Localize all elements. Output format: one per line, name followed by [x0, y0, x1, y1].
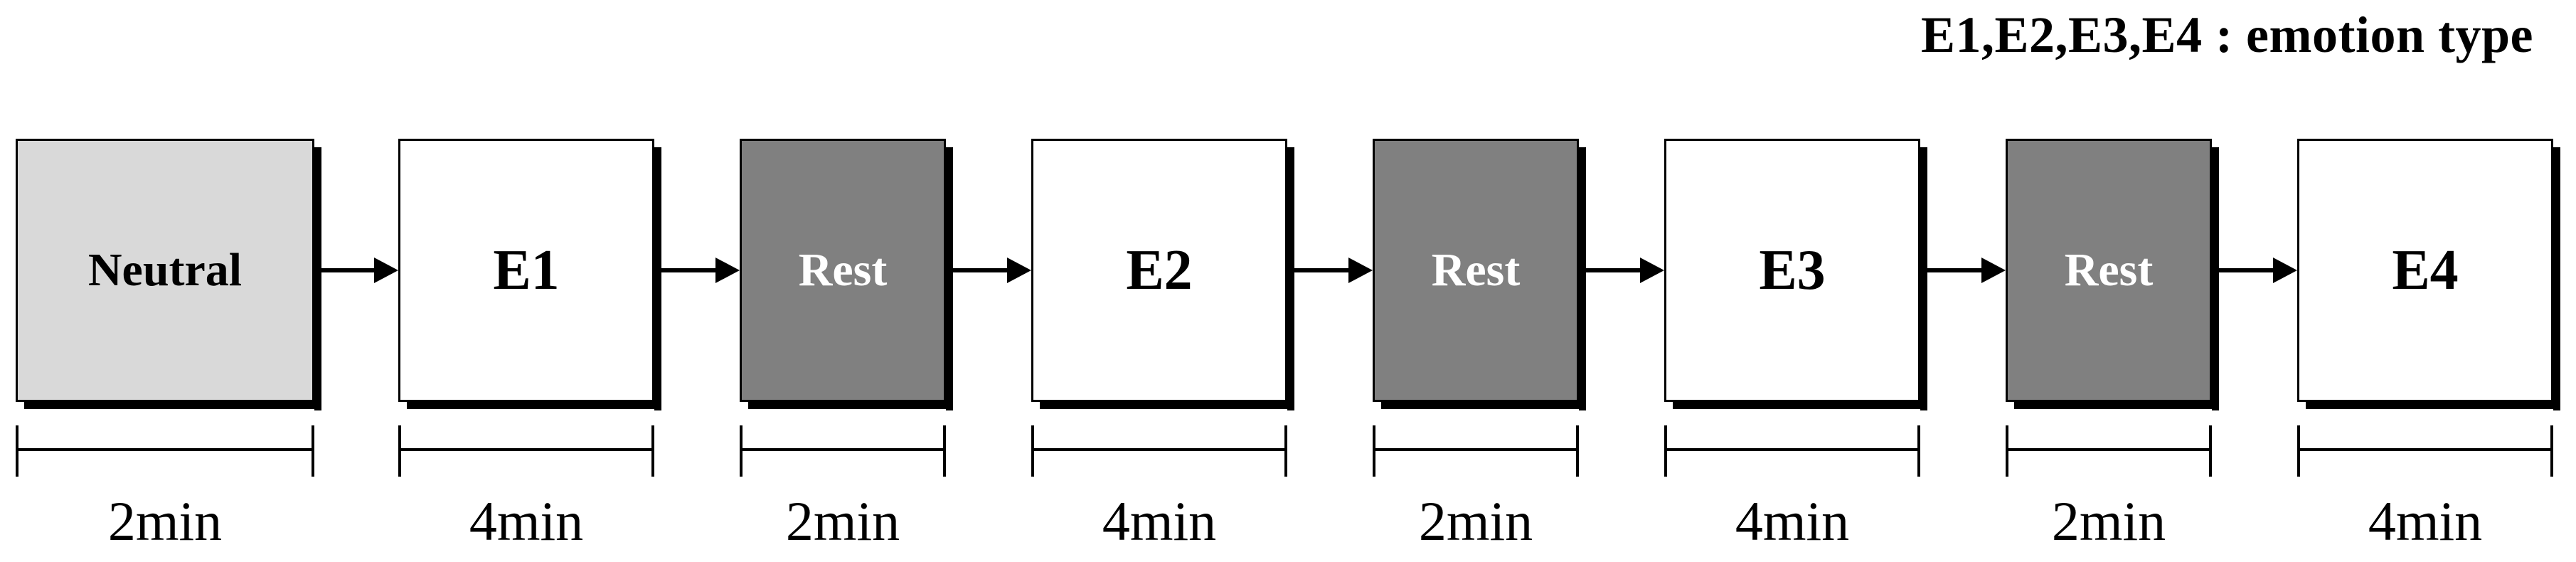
- stage-label: E3: [1759, 238, 1826, 302]
- duration-bracket: [2006, 425, 2212, 477]
- duration-bracket: [1664, 425, 1920, 477]
- arrow-head-icon: [1981, 258, 2006, 283]
- stage-shadow: [1040, 402, 1294, 409]
- stage-shadow: [314, 147, 321, 410]
- stage-box-e4-7: E4: [2297, 139, 2553, 402]
- flow-arrow-line: [1294, 268, 1350, 272]
- arrow-head-icon: [1640, 258, 1664, 283]
- stage-label: E1: [493, 238, 560, 302]
- duration-label: 2min: [785, 490, 900, 552]
- stage-shadow: [748, 402, 953, 409]
- duration-label: 4min: [1735, 490, 1850, 552]
- stage-label: E4: [2392, 238, 2459, 302]
- duration-label: 4min: [469, 490, 584, 552]
- duration-label: 2min: [107, 490, 223, 552]
- stage-shadow: [407, 402, 661, 409]
- duration-label: 2min: [1418, 490, 1533, 552]
- stage-shadow: [1381, 402, 1586, 409]
- stage-shadow: [1287, 147, 1294, 410]
- stage-shadow: [2212, 147, 2219, 410]
- stage-box-rest-2: Rest: [740, 139, 946, 402]
- arrow-head-icon: [2273, 258, 2297, 283]
- stage-box-e2-3: E2: [1031, 139, 1287, 402]
- duration-bracket: [1373, 425, 1579, 477]
- stage-box-e1-1: E1: [398, 139, 654, 402]
- arrow-head-icon: [374, 258, 398, 283]
- flow-arrow-line: [661, 268, 717, 272]
- stage-shadow: [1920, 147, 1927, 410]
- stage-box-rest-6: Rest: [2006, 139, 2212, 402]
- stage-label: Rest: [798, 244, 888, 296]
- flow-arrow-line: [2219, 268, 2274, 272]
- duration-bracket: [398, 425, 654, 477]
- stage-label: Neutral: [87, 244, 243, 296]
- stage-label: E2: [1126, 238, 1193, 302]
- flow-arrow-line: [1586, 268, 1641, 272]
- flow-arrow-line: [1927, 268, 1983, 272]
- arrow-head-icon: [1348, 258, 1373, 283]
- duration-bracket: [1031, 425, 1287, 477]
- duration-label: 4min: [2368, 490, 2483, 552]
- stage-shadow: [654, 147, 661, 410]
- stage-shadow: [2014, 402, 2219, 409]
- stage-label: Rest: [2064, 244, 2154, 296]
- flow-arrow-line: [953, 268, 1008, 272]
- stage-shadow: [1579, 147, 1586, 410]
- legend-text: E1,E2,E3,E4 : emotion type: [1920, 6, 2533, 63]
- stage-shadow: [2553, 147, 2560, 410]
- stage-box-neutral-0: Neutral: [16, 139, 314, 402]
- stage-shadow: [2306, 402, 2560, 409]
- stage-label: Rest: [1431, 244, 1521, 296]
- duration-bracket: [2297, 425, 2553, 477]
- stage-shadow: [24, 402, 321, 409]
- arrow-head-icon: [715, 258, 740, 283]
- duration-bracket: [740, 425, 946, 477]
- duration-bracket: [16, 425, 314, 477]
- arrow-head-icon: [1007, 258, 1031, 283]
- flow-arrow-line: [321, 268, 376, 272]
- stage-box-rest-4: Rest: [1373, 139, 1579, 402]
- stage-shadow: [946, 147, 953, 410]
- stage-box-e3-5: E3: [1664, 139, 1920, 402]
- stage-shadow: [1673, 402, 1927, 409]
- duration-label: 4min: [1102, 490, 1217, 552]
- duration-label: 2min: [2051, 490, 2166, 552]
